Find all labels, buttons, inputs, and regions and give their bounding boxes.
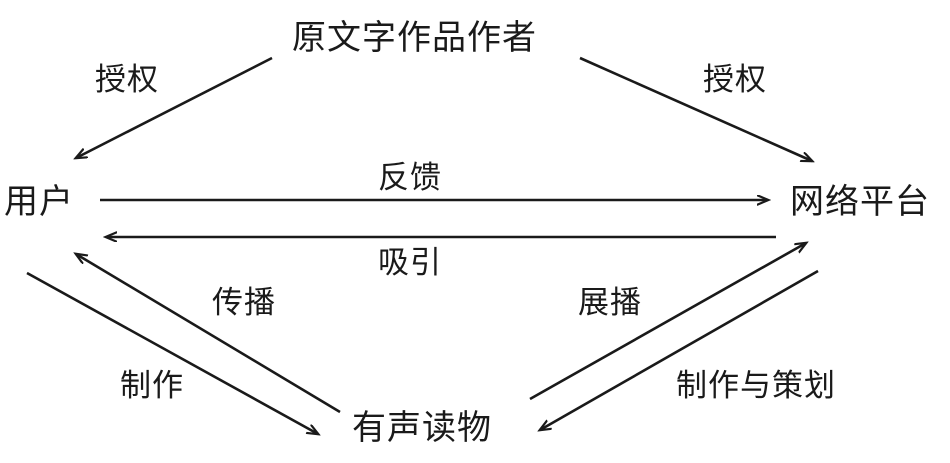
edge-line-produce-plan	[540, 269, 819, 430]
edge-line-auth-left	[76, 56, 273, 158]
edge-line-spread	[76, 254, 341, 414]
node-author: 原文字作品作者	[292, 20, 537, 57]
edge-line-auth-right	[579, 56, 812, 161]
edge-label-feedback: 反馈	[378, 160, 442, 195]
node-audiobook: 有声读物	[352, 410, 492, 447]
node-user: 用户	[4, 184, 74, 221]
edge-label-produce-plan: 制作与策划	[676, 368, 836, 403]
edge-label-attract: 吸引	[378, 245, 442, 280]
edge-label-produce: 制作	[120, 368, 184, 403]
edge-line-display	[529, 243, 806, 401]
edge-label-spread: 传播	[212, 285, 276, 320]
edge-label-auth-right: 授权	[703, 62, 767, 97]
edge-line-produce	[26, 271, 318, 434]
node-platform: 网络平台	[790, 184, 930, 221]
edge-label-display: 展播	[578, 285, 642, 320]
edge-label-auth-left: 授权	[95, 62, 159, 97]
